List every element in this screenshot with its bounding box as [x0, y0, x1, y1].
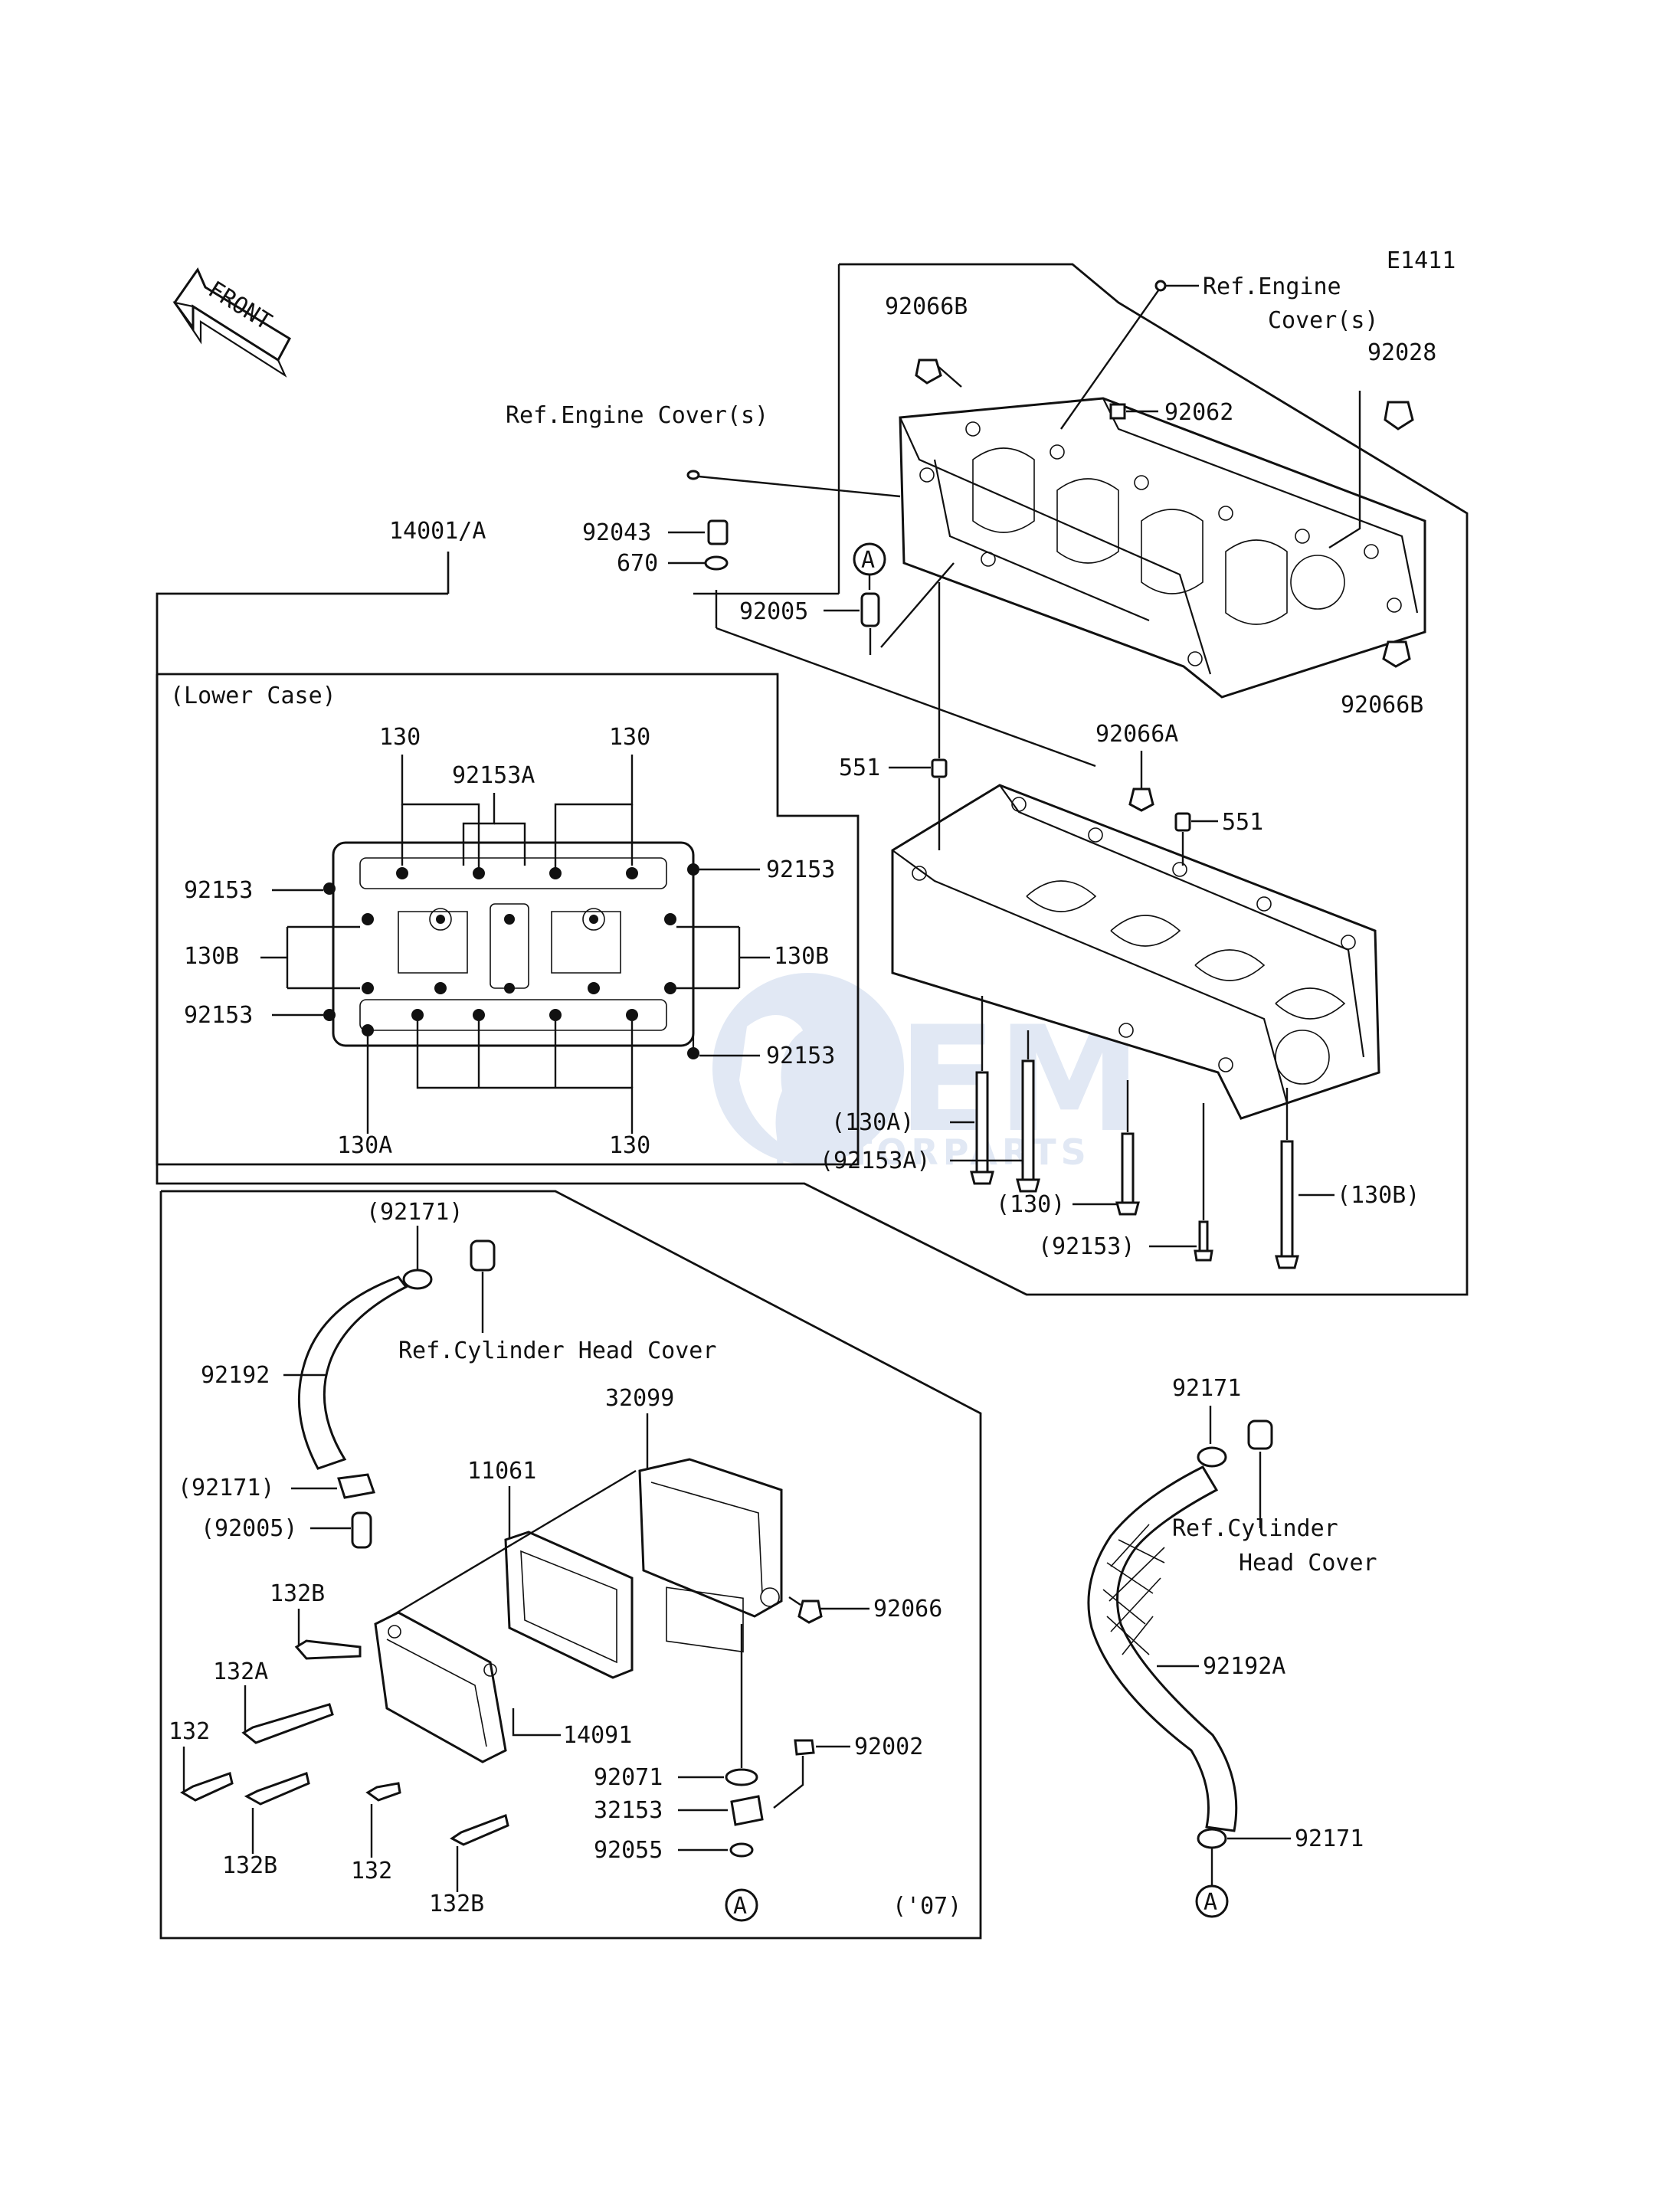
part-130-tr: 130 — [609, 724, 650, 751]
part-92153-l2: 92153 — [184, 1002, 253, 1029]
part-92192: 92192 — [201, 1362, 270, 1389]
part-14091: 14091 — [563, 1722, 632, 1749]
part-92028: 92028 — [1367, 339, 1436, 366]
ref-engine-cover-top2: Cover(s) — [1268, 307, 1379, 334]
diagram-code: E1411 — [1387, 247, 1456, 274]
part-92171-top-paren: (92171) — [366, 1199, 463, 1226]
part-130-paren: (130) — [996, 1191, 1065, 1218]
part-92153-r1: 92153 — [766, 856, 835, 883]
part-92066B-top: 92066B — [885, 293, 968, 320]
part-132-mid: 132 — [351, 1858, 392, 1884]
part-130B-l: 130B — [184, 943, 239, 970]
oil-pressure-switch — [730, 1795, 764, 1826]
part-130A-paren: (130A) — [831, 1109, 914, 1136]
part-130B-r: 130B — [774, 943, 829, 970]
lower-case-plan — [323, 841, 699, 1059]
part-92062: 92062 — [1164, 399, 1233, 426]
part-670: 670 — [617, 550, 658, 577]
oil-pan-gasket — [504, 1531, 634, 1679]
part-92005: 92005 — [739, 598, 808, 625]
breather-92171-top: 92171 — [1172, 1375, 1241, 1402]
part-92066A: 92066A — [1095, 721, 1178, 748]
front-arrow-icon: FRONT — [172, 267, 291, 378]
oil-pan-baffle — [374, 1611, 507, 1763]
part-551-left: 551 — [839, 755, 880, 781]
part-92192A: 92192A — [1203, 1653, 1285, 1680]
screw-92002 — [794, 1739, 815, 1756]
part-92005-paren: (92005) — [201, 1515, 297, 1542]
lower-case-title: (Lower Case) — [170, 683, 336, 709]
part-132-left: 132 — [169, 1718, 210, 1745]
bolt-132A — [241, 1703, 334, 1744]
part-92066: 92066 — [873, 1596, 942, 1622]
part-14001A: 14001/A — [389, 518, 486, 545]
bolt-132B-3 — [450, 1813, 509, 1846]
part-92153A: 92153A — [452, 762, 535, 789]
part-130-tl: 130 — [379, 724, 421, 751]
part-132B-2: 132B — [222, 1852, 277, 1879]
part-92171-mid-paren: (92171) — [178, 1475, 274, 1501]
part-132B-3: 132B — [429, 1891, 484, 1917]
part-92002: 92002 — [854, 1734, 923, 1760]
bolt-132-mid — [365, 1782, 401, 1802]
lower-crankcase — [891, 784, 1380, 1120]
oil-pan-box — [159, 1190, 982, 1940]
ref-engine-cover-left: Ref.Engine Cover(s) — [506, 402, 768, 429]
part-32153: 32153 — [594, 1797, 663, 1824]
part-11061: 11061 — [467, 1458, 536, 1485]
hose-sleeve-pattern — [1102, 1524, 1165, 1655]
part-92153A-paren: (92153A) — [820, 1148, 931, 1174]
breather-ref-line1: Ref.Cylinder — [1172, 1515, 1338, 1542]
marker-A-upper: A — [861, 547, 875, 574]
part-92153-l1: 92153 — [184, 877, 253, 904]
part-92071: 92071 — [594, 1764, 663, 1791]
part-92153-paren: (92153) — [1038, 1233, 1135, 1260]
breather-ref-line2: Head Cover — [1239, 1550, 1377, 1577]
part-92153-r2: 92153 — [766, 1043, 835, 1069]
ref-cylinder-head-cover: Ref.Cylinder Head Cover — [398, 1338, 716, 1364]
part-92043: 92043 — [582, 519, 651, 546]
marker-A-oilpan: A — [733, 1893, 747, 1920]
marker-A-breather: A — [1204, 1889, 1217, 1916]
part-130B-paren: (130B) — [1337, 1182, 1420, 1209]
hose-92192 — [297, 1275, 408, 1470]
part-132A: 132A — [213, 1658, 268, 1685]
breather-92171-bottom: 92171 — [1295, 1825, 1364, 1852]
oil-pan — [638, 1458, 783, 1653]
year-note: ('07) — [892, 1893, 961, 1920]
part-132B-1: 132B — [270, 1580, 325, 1607]
part-92055: 92055 — [594, 1837, 663, 1864]
part-551-right: 551 — [1222, 809, 1263, 836]
ref-engine-cover-top: Ref.Engine — [1203, 273, 1341, 300]
bolt-132B-2 — [244, 1772, 310, 1806]
upper-crankcase — [899, 397, 1426, 699]
part-32099: 32099 — [605, 1385, 674, 1412]
part-92066B-right: 92066B — [1341, 692, 1423, 719]
bolt-132B-1 — [294, 1639, 362, 1660]
hose-92192A — [1087, 1465, 1238, 1832]
lower-case-bolts — [970, 1059, 1299, 1269]
part-130A: 130A — [337, 1132, 392, 1159]
part-130-b: 130 — [609, 1132, 650, 1159]
